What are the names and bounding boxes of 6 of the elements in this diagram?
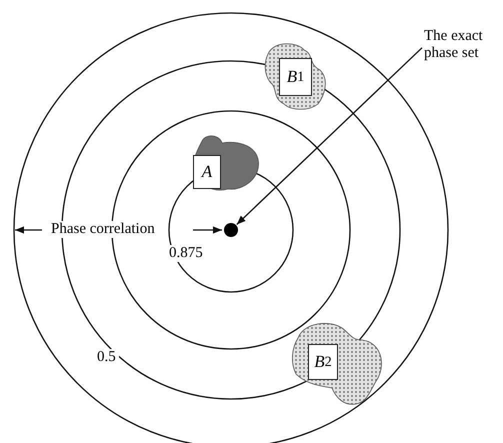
leader-arrow <box>236 47 422 225</box>
center-dot <box>224 223 238 237</box>
region-blob <box>192 133 260 193</box>
axis-label: Phase correlation <box>48 221 158 238</box>
callout-text: The exact phase set <box>424 28 503 64</box>
region-label: A <box>193 155 221 189</box>
